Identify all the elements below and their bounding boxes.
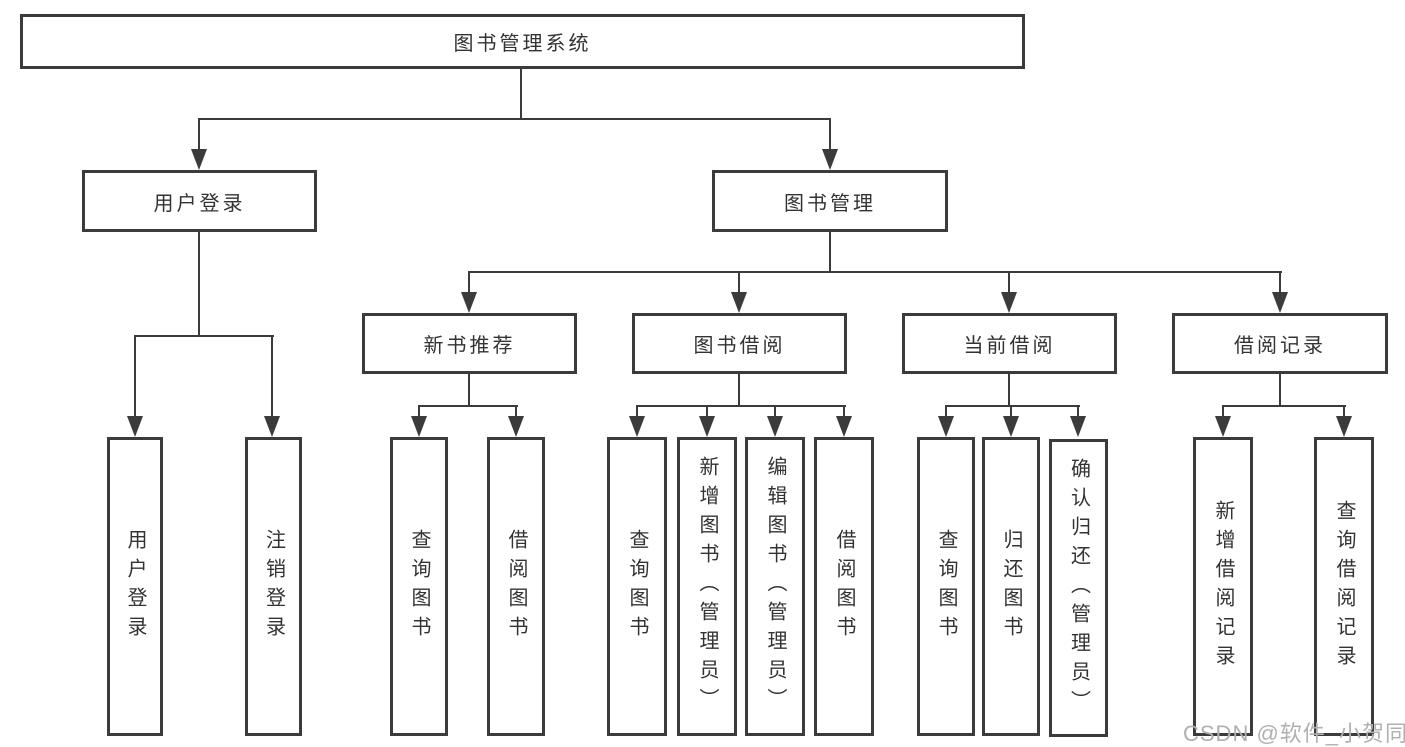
node-root: 图书管理系统 xyxy=(20,14,1025,69)
arrowhead-down-icon xyxy=(822,149,838,170)
connector-line xyxy=(1010,405,1012,418)
connector-line xyxy=(198,232,200,335)
connector-line xyxy=(829,232,831,271)
arrowhead-down-icon xyxy=(1001,292,1017,313)
leaf-user-login-label: 用户登录 xyxy=(124,528,146,645)
leaf-recommend-query-book-label: 查询图书 xyxy=(408,528,430,645)
arrowhead-down-icon xyxy=(264,416,280,437)
leaf-recommend-borrow-book: 借阅图书 xyxy=(487,437,545,736)
node-book-management: 图书管理 xyxy=(712,170,948,232)
arrowhead-down-icon xyxy=(191,149,207,170)
leaf-current-query-book: 查询图书 xyxy=(917,437,975,736)
arrowhead-down-icon xyxy=(508,416,524,437)
leaf-borrowing-query-book-label: 查询图书 xyxy=(626,528,648,645)
leaf-return-book-label: 归还图书 xyxy=(1000,528,1022,645)
arrowhead-down-icon xyxy=(767,416,783,437)
leaf-query-borrow-record: 查询借阅记录 xyxy=(1314,437,1374,736)
leaf-edit-book-admin-label: 编辑图书（管理员） xyxy=(764,456,786,717)
node-new-book-recommend-label: 新书推荐 xyxy=(423,335,516,357)
node-user-login: 用户登录 xyxy=(82,170,317,232)
connector-line xyxy=(1008,271,1010,294)
leaf-edit-book-admin: 编辑图书（管理员） xyxy=(745,437,805,736)
arrowhead-down-icon xyxy=(461,292,477,313)
connector-line xyxy=(1077,405,1079,418)
node-root-label: 图书管理系统 xyxy=(453,33,592,55)
leaf-add-borrow-record-label: 新增借阅记录 xyxy=(1212,499,1234,674)
node-borrowing-records-label: 借阅记录 xyxy=(1234,335,1326,357)
connector-line xyxy=(515,405,517,418)
arrowhead-down-icon xyxy=(938,416,954,437)
connector-line xyxy=(468,271,470,294)
leaf-logout: 注销登录 xyxy=(245,437,302,736)
arrowhead-down-icon xyxy=(1272,292,1288,313)
node-book-borrowing-label: 图书借阅 xyxy=(693,335,786,357)
node-current-borrowing-label: 当前借阅 xyxy=(963,335,1056,357)
node-book-borrowing: 图书借阅 xyxy=(632,313,847,374)
arrowhead-down-icon xyxy=(1070,416,1086,437)
leaf-add-borrow-record: 新增借阅记录 xyxy=(1193,437,1253,736)
connector-line xyxy=(636,405,638,418)
connector-line xyxy=(1222,405,1346,407)
arrowhead-down-icon xyxy=(127,416,143,437)
arrowhead-down-icon xyxy=(836,416,852,437)
leaf-return-book: 归还图书 xyxy=(982,437,1040,736)
arrowhead-down-icon xyxy=(411,416,427,437)
connector-line xyxy=(1008,374,1010,407)
connector-line xyxy=(198,118,200,152)
connector-line xyxy=(520,69,522,118)
node-borrowing-records: 借阅记录 xyxy=(1172,313,1388,374)
leaf-recommend-borrow-book-label: 借阅图书 xyxy=(505,528,527,645)
leaf-user-login: 用户登录 xyxy=(107,437,163,736)
connector-line xyxy=(271,335,273,418)
leaf-recommend-query-book: 查询图书 xyxy=(390,437,448,736)
connector-line xyxy=(706,405,708,418)
connector-line xyxy=(1279,374,1281,405)
arrowhead-down-icon xyxy=(629,416,645,437)
leaf-add-book-admin: 新增图书（管理员） xyxy=(677,437,737,736)
arrowhead-down-icon xyxy=(1215,416,1231,437)
arrowhead-down-icon xyxy=(731,292,747,313)
connector-line xyxy=(468,271,1282,273)
connector-line xyxy=(468,374,470,405)
connector-line xyxy=(774,405,776,418)
leaf-current-query-book-label: 查询图书 xyxy=(935,528,957,645)
node-new-book-recommend: 新书推荐 xyxy=(362,313,577,374)
arrowhead-down-icon xyxy=(1003,416,1019,437)
connector-line xyxy=(418,405,518,407)
connector-line xyxy=(738,374,740,405)
connector-line xyxy=(1222,405,1224,418)
leaf-confirm-return-admin-label: 确认归还（管理员） xyxy=(1067,457,1090,719)
arrowhead-down-icon xyxy=(699,416,715,437)
leaf-confirm-return-admin: 确认归还（管理员） xyxy=(1049,439,1108,737)
connector-line xyxy=(1343,405,1345,418)
leaf-borrowing-borrow-book: 借阅图书 xyxy=(814,437,874,736)
connector-line xyxy=(945,405,1080,407)
node-current-borrowing: 当前借阅 xyxy=(902,313,1117,374)
leaf-borrowing-borrow-book-label: 借阅图书 xyxy=(833,528,855,645)
connector-line xyxy=(134,335,274,337)
connector-line xyxy=(738,271,740,294)
connector-line xyxy=(198,118,831,120)
connector-line xyxy=(945,405,947,418)
watermark-text: CSDN @软件_小贺同学 xyxy=(1183,721,1405,746)
arrowhead-down-icon xyxy=(1336,416,1352,437)
connector-line xyxy=(1279,271,1281,294)
connector-line xyxy=(134,335,136,418)
leaf-query-borrow-record-label: 查询借阅记录 xyxy=(1333,499,1355,674)
leaf-borrowing-query-book: 查询图书 xyxy=(607,437,667,736)
leaf-add-book-admin-label: 新增图书（管理员） xyxy=(696,456,718,717)
connector-line xyxy=(418,405,420,418)
connector-line xyxy=(636,405,846,407)
node-book-management-label: 图书管理 xyxy=(784,192,876,215)
connector-line xyxy=(829,118,831,152)
node-user-login-label: 用户登录 xyxy=(153,192,246,215)
leaf-logout-label: 注销登录 xyxy=(262,528,285,645)
connector-line xyxy=(843,405,845,418)
